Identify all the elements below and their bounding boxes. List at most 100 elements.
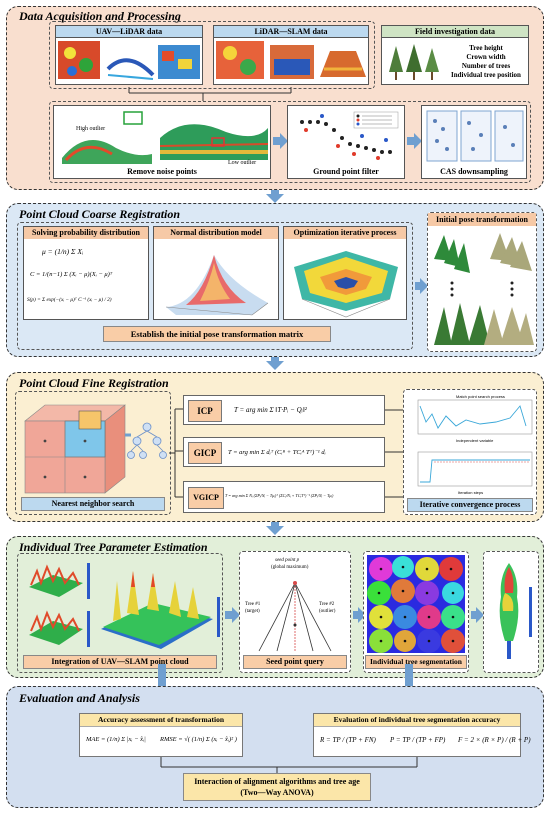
accuracy-header: Accuracy assessment of transformation	[80, 714, 242, 727]
stage-title: Data Acquisition and Processing	[19, 9, 181, 23]
interaction-line1: Interaction of alignment algorithms and …	[194, 777, 360, 786]
probability-header: Solving probability distribution	[24, 227, 148, 239]
interaction-line2: (Two—Way ANOVA)	[240, 788, 314, 797]
matrix-bar: Establish the initial pose transformatio…	[103, 326, 331, 342]
nearest-neighbor-label: Nearest neighbor search	[51, 499, 135, 508]
noise-removal-image: High outlier Low outlier	[62, 111, 269, 166]
arrow-right	[407, 133, 422, 149]
optimization-surface	[294, 251, 398, 318]
stage-arrow	[266, 526, 284, 535]
icp-equation: T = arg min Σ ‖T·Pᵢ − Qᵢ‖²	[234, 406, 307, 414]
vgicp-equation: T = arg min Σ Nᵢ (ΣPⱼ/Nᵢ − Tμᵢ)ᵀ (ΣCⱼ/Nᵢ…	[225, 493, 334, 498]
segmentation-bar: Individual tree segmentation	[365, 655, 467, 669]
vgicp-row: VGICP T = arg min Σ Nᵢ (ΣPⱼ/Nᵢ − Tμᵢ)ᵀ (…	[183, 481, 385, 513]
cas-downsampling-label: CAS downsampling	[440, 167, 508, 176]
initial-pose-panel: Initial pose transformation	[427, 212, 537, 352]
accuracy-panel: Accuracy assessment of transformation MA…	[79, 713, 243, 757]
seed-title-line2: (global maximum)	[271, 565, 309, 570]
stage-data-acquisition: Data Acquisition and Processing UAV—LiDA…	[6, 6, 544, 190]
evaluation-connectors	[160, 757, 418, 773]
plot1-xlabel: Independent variable	[456, 438, 494, 443]
processing-group	[49, 101, 531, 183]
integration-image	[29, 563, 220, 649]
lidar-slam-header: LiDAR—SLAM data	[214, 26, 368, 38]
plot2-xlabel: Iteration steps	[458, 490, 483, 495]
field-item: Individual tree position	[451, 71, 521, 79]
initial-pose-header: Initial pose transformation	[428, 213, 536, 226]
normal-distribution-surface	[165, 255, 269, 316]
stage-arrow-stem	[405, 664, 413, 694]
stage-tree-estimation: Individual Tree Parameter Estimation Int…	[6, 536, 544, 678]
initial-pose-image	[434, 233, 534, 345]
segmentation-eval-header: Evaluation of individual tree segmentati…	[314, 714, 520, 727]
voxel-grid-image	[24, 404, 167, 494]
high-outlier-annotation: High outlier	[76, 126, 105, 132]
stage-title: Point Cloud Coarse Registration	[19, 207, 181, 221]
score-equation: S(p) = Σ exp(−(xᵢ − μ)ᵀ C⁻¹ (xᵢ − μ) / 2…	[27, 297, 112, 303]
tree-group	[17, 553, 223, 673]
arrow-right	[353, 607, 366, 623]
convergence-panel: Match point search process Independent v…	[403, 389, 537, 515]
single-tree-image	[499, 563, 532, 659]
icp-row: ICP T = arg min Σ ‖T·Pᵢ − Qᵢ‖²	[183, 395, 385, 425]
tree-icons	[389, 44, 439, 80]
remove-noise-label: Remove noise points	[127, 167, 197, 176]
precision-equation: P = TP / (TP + FP)	[390, 736, 446, 744]
remove-noise-panel: High outlier Low outlier Remove noise po…	[53, 105, 271, 179]
lidar-slam-panel: LiDAR—SLAM data	[213, 25, 369, 85]
tree1-sublabel: (target)	[245, 609, 260, 614]
stage-title: Evaluation and Analysis	[19, 691, 140, 705]
field-item: Tree height	[469, 44, 503, 52]
plot1-title: Match point search process	[456, 394, 505, 399]
matrix-label: Establish the initial pose transformatio…	[130, 329, 304, 339]
stage-title: Individual Tree Parameter Estimation	[19, 540, 208, 554]
ground-filter-plot	[300, 111, 399, 160]
cas-downsampling-panel: CAS downsampling	[421, 105, 527, 179]
convergence-label: Iterative convergence process	[419, 500, 521, 509]
integration-bar: Integration of UAV—SLAM point cloud	[23, 655, 217, 669]
seed-title-line1: seed point p	[275, 558, 300, 563]
stage-arrow-stem	[271, 522, 279, 527]
optimization-panel: Optimization iterative process	[283, 226, 407, 320]
segmentation-label: Individual tree segmentation	[370, 657, 462, 666]
vgicp-label: VGICP	[188, 487, 224, 509]
cas-downsampling-image	[426, 110, 524, 162]
nearest-neighbor-bar: Nearest neighbor search	[21, 497, 165, 511]
seed-label: Seed point query	[266, 657, 324, 666]
mae-equation: MAE = (1/n) Σ |xᵢ − x̂ᵢ|	[86, 736, 146, 743]
segmentation-eval-panel: Evaluation of individual tree segmentati…	[313, 713, 531, 757]
data-sources-group	[49, 21, 375, 89]
coarse-group	[17, 222, 413, 350]
arrow-right	[273, 133, 288, 149]
normal-distribution-header: Normal distribution model	[154, 227, 278, 239]
uav-lidar-image	[58, 41, 200, 80]
field-investigation-header: Field investigation data	[382, 26, 528, 38]
arrow-right	[225, 607, 240, 623]
icp-label: ICP	[188, 400, 222, 422]
interaction-box: Interaction of alignment algorithms and …	[183, 773, 371, 801]
match-search-plot: Match point search process Independent v…	[417, 394, 533, 443]
field-investigation-panel: Field investigation data Tree height Cro…	[381, 25, 529, 85]
gicp-equation: T = arg min Σ dᵢᵀ (Cᵢᴮ + TCᵢᴬ Tᵀ)⁻¹ dᵢ	[228, 449, 326, 456]
ground-filter-label: Ground point filter	[313, 167, 379, 176]
stage-arrow-stem	[271, 190, 279, 196]
normal-distribution-panel: Normal distribution model	[153, 226, 279, 320]
stage-arrow-stem	[158, 664, 166, 694]
integration-label: Integration of UAV—SLAM point cloud	[51, 657, 189, 666]
probability-panel: Solving probability distribution μ = (1/…	[23, 226, 149, 320]
stage-evaluation: Evaluation and Analysis Accuracy assessm…	[6, 686, 544, 808]
seed-point-diagram: seed point p (global maximum) Tree #1 (t…	[245, 558, 336, 652]
stage-fine-registration: Point Cloud Fine Registration Nearest ne…	[6, 372, 544, 522]
stage-coarse-registration: Point Cloud Coarse Registration Solving …	[6, 203, 544, 357]
iteration-plot: Iteration steps	[417, 451, 533, 495]
optimization-header: Optimization iterative process	[284, 227, 406, 239]
tree2-label: Tree #2	[319, 602, 335, 607]
stage-arrow-stem	[271, 357, 279, 362]
merge-connector	[128, 87, 292, 101]
uav-lidar-header: UAV—LiDAR data	[56, 26, 202, 38]
convergence-bar: Iterative convergence process	[407, 498, 533, 512]
lidar-slam-image	[216, 41, 366, 79]
convergence-connectors	[385, 409, 403, 498]
gicp-row: GICP T = arg min Σ dᵢᵀ (Cᵢᴮ + TCᵢᴬ Tᵀ)⁻¹…	[183, 437, 385, 467]
recall-equation: R = TP / (TP + FN)	[320, 736, 376, 744]
